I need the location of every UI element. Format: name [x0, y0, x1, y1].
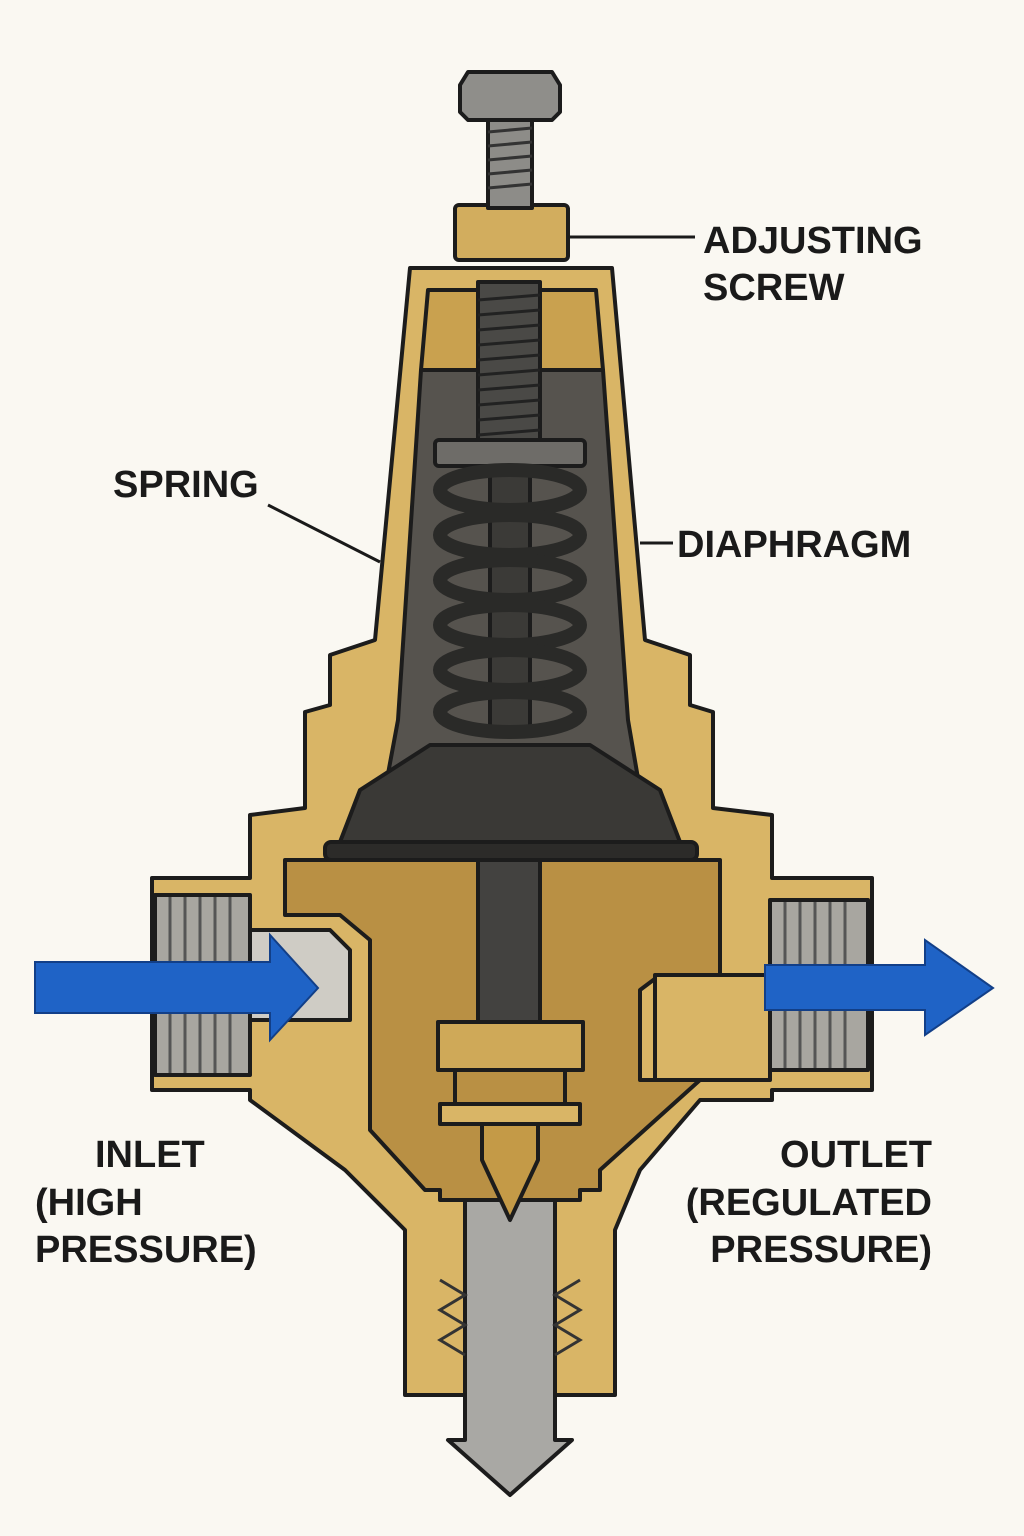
outlet-flow-arrow — [764, 938, 995, 1037]
label-spring: SPRING — [113, 464, 259, 506]
spring-coils — [433, 463, 587, 739]
valve-nut — [436, 1020, 585, 1072]
valve-stem — [476, 858, 542, 1027]
adjusting-screw-head — [458, 70, 562, 122]
adjusting-nut — [453, 203, 570, 262]
spring-plate — [433, 438, 587, 468]
label-inlet-line1: INLET — [95, 1134, 205, 1176]
outlet-channel — [653, 973, 772, 1082]
label-outlet-line1: OUTLET — [780, 1134, 932, 1176]
label-inlet-line3: PRESSURE) — [35, 1229, 257, 1271]
leader-spring — [267, 503, 381, 564]
valve-washer — [438, 1102, 582, 1126]
label-outlet-line3: PRESSURE) — [710, 1229, 932, 1271]
adjusting-screw-shaft — [476, 280, 542, 449]
label-adjusting-screw-line2: SCREW — [703, 267, 845, 309]
label-adjusting-screw-line1: ADJUSTING — [703, 220, 923, 262]
label-inlet-line2: (HIGH — [35, 1182, 143, 1224]
diaphragm-flange — [323, 840, 699, 862]
valve-collar — [453, 1068, 567, 1108]
inlet-flow-arrow — [34, 932, 320, 1043]
label-outlet-line2: (REGULATED — [686, 1182, 932, 1224]
adjusting-screw-thread — [486, 116, 534, 210]
valve-poppet — [480, 1122, 540, 1222]
label-diaphragm: DIAPHRAGM — [677, 524, 911, 566]
bottom-threads — [437, 1278, 583, 1357]
